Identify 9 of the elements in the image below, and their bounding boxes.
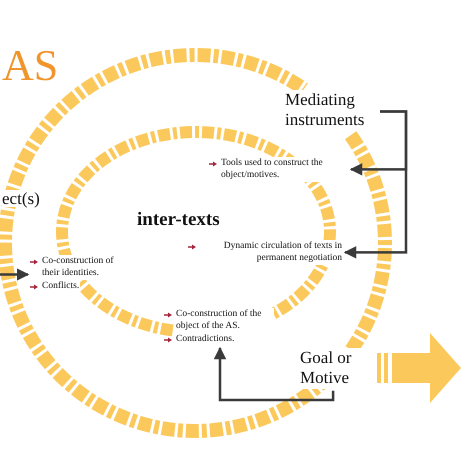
bullet-text: Co-construction of the object of the AS. <box>175 308 274 333</box>
text-label: AS <box>2 44 58 88</box>
node-label: Goal or Motive <box>299 348 361 389</box>
bullet-text: Conflicts. <box>41 280 80 292</box>
connector-arrow <box>344 110 408 259</box>
connector-arrow <box>0 268 30 281</box>
connector-arrow <box>214 346 334 402</box>
text-label: ect(s) <box>2 190 40 207</box>
text-label: inter-texts <box>137 210 220 229</box>
